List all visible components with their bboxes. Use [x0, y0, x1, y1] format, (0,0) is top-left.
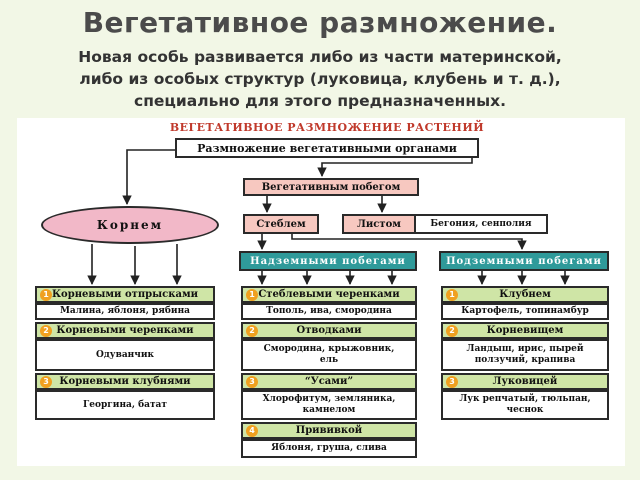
number-badge: 1	[246, 288, 258, 301]
method-label: Корневыми клубнями	[59, 376, 191, 387]
number-badge: 3	[40, 375, 52, 388]
method-label: Луковицей	[492, 376, 558, 387]
page-title: Вегетативное размножение.	[82, 6, 558, 39]
number-badge: 1	[446, 288, 458, 301]
under-examples-3: Лук репчатый, тюльпан, чеснок	[441, 390, 609, 420]
diagram-panel: ВЕГЕТАТИВНОЕ РАЗМНОЖЕНИЕ РАСТЕНИЙ Размно…	[17, 118, 625, 466]
root-examples-3: Георгина, батат	[35, 390, 215, 420]
under-method-2: 2 Корневищем	[441, 322, 609, 339]
number-badge: 3	[446, 375, 458, 388]
under-examples-1: Картофель, топинамбур	[441, 303, 609, 320]
number-badge: 2	[40, 324, 52, 337]
above-examples-2: Смородина, крыжовник, ель	[241, 339, 417, 371]
box-underground: Подземными побегами	[439, 251, 609, 271]
method-label: “Усами”	[304, 376, 354, 387]
method-label: Прививкой	[295, 425, 363, 436]
box-vegetative-shoot: Вегетативным побегом	[243, 178, 419, 196]
under-method-3: 3 Луковицей	[441, 373, 609, 390]
method-label: Стеблевыми черенками	[258, 289, 400, 300]
root-method-3: 3 Корневыми клубнями	[35, 373, 215, 390]
subtitle-line-1: Новая особь развивается либо из части ма…	[78, 48, 562, 66]
root-method-1: 1 Корневыми отпрысками	[35, 286, 215, 303]
method-label: Корневыми отпрысками	[51, 289, 199, 300]
above-method-4: 4 Прививкой	[241, 422, 417, 439]
under-examples-2: Ландыш, ирис, пырей ползучий, крапива	[441, 339, 609, 371]
number-badge: 2	[246, 324, 258, 337]
box-leaf-examples: Бегония, сенполия	[414, 214, 548, 234]
number-badge: 2	[446, 324, 458, 337]
above-method-2: 2 Отводками	[241, 322, 417, 339]
above-examples-4: Яблоня, груша, слива	[241, 439, 417, 458]
number-badge: 4	[246, 424, 258, 437]
box-above-ground: Надземными побегами	[239, 251, 417, 271]
root-method-2: 2 Корневыми черенками	[35, 322, 215, 339]
method-label: Клубнем	[499, 289, 551, 300]
method-label: Отводками	[296, 325, 362, 336]
above-method-3: 3 “Усами”	[241, 373, 417, 390]
above-examples-3: Хлорофитум, земляника, камнелом	[241, 390, 417, 420]
oval-root: Корнем	[41, 206, 219, 244]
under-method-1: 1 Клубнем	[441, 286, 609, 303]
subtitle: Новая особь развивается либо из части ма…	[10, 46, 630, 112]
diagram-header: ВЕГЕТАТИВНОЕ РАЗМНОЖЕНИЕ РАСТЕНИЙ	[169, 121, 485, 134]
box-leaf: Листом	[342, 214, 416, 234]
subtitle-line-2: либо из особых структур (луковица, клубе…	[79, 70, 561, 88]
above-examples-1: Тополь, ива, смородина	[241, 303, 417, 320]
number-badge: 1	[40, 288, 52, 301]
subtitle-line-3: специально для этого предназначенных.	[134, 92, 506, 110]
above-method-1: 1 Стеблевыми черенками	[241, 286, 417, 303]
line-stem-to-under	[291, 232, 527, 250]
method-label: Корневыми черенками	[56, 325, 194, 336]
root-examples-1: Малина, яблоня, рябина	[35, 303, 215, 320]
number-badge: 3	[246, 375, 258, 388]
box-stem: Стеблем	[243, 214, 319, 234]
method-label: Корневищем	[486, 325, 564, 336]
box-vegetative-organs: Размножение вегетативными органами	[175, 138, 479, 158]
line-top-to-root	[122, 149, 177, 205]
root-examples-2: Одуванчик	[35, 339, 215, 371]
